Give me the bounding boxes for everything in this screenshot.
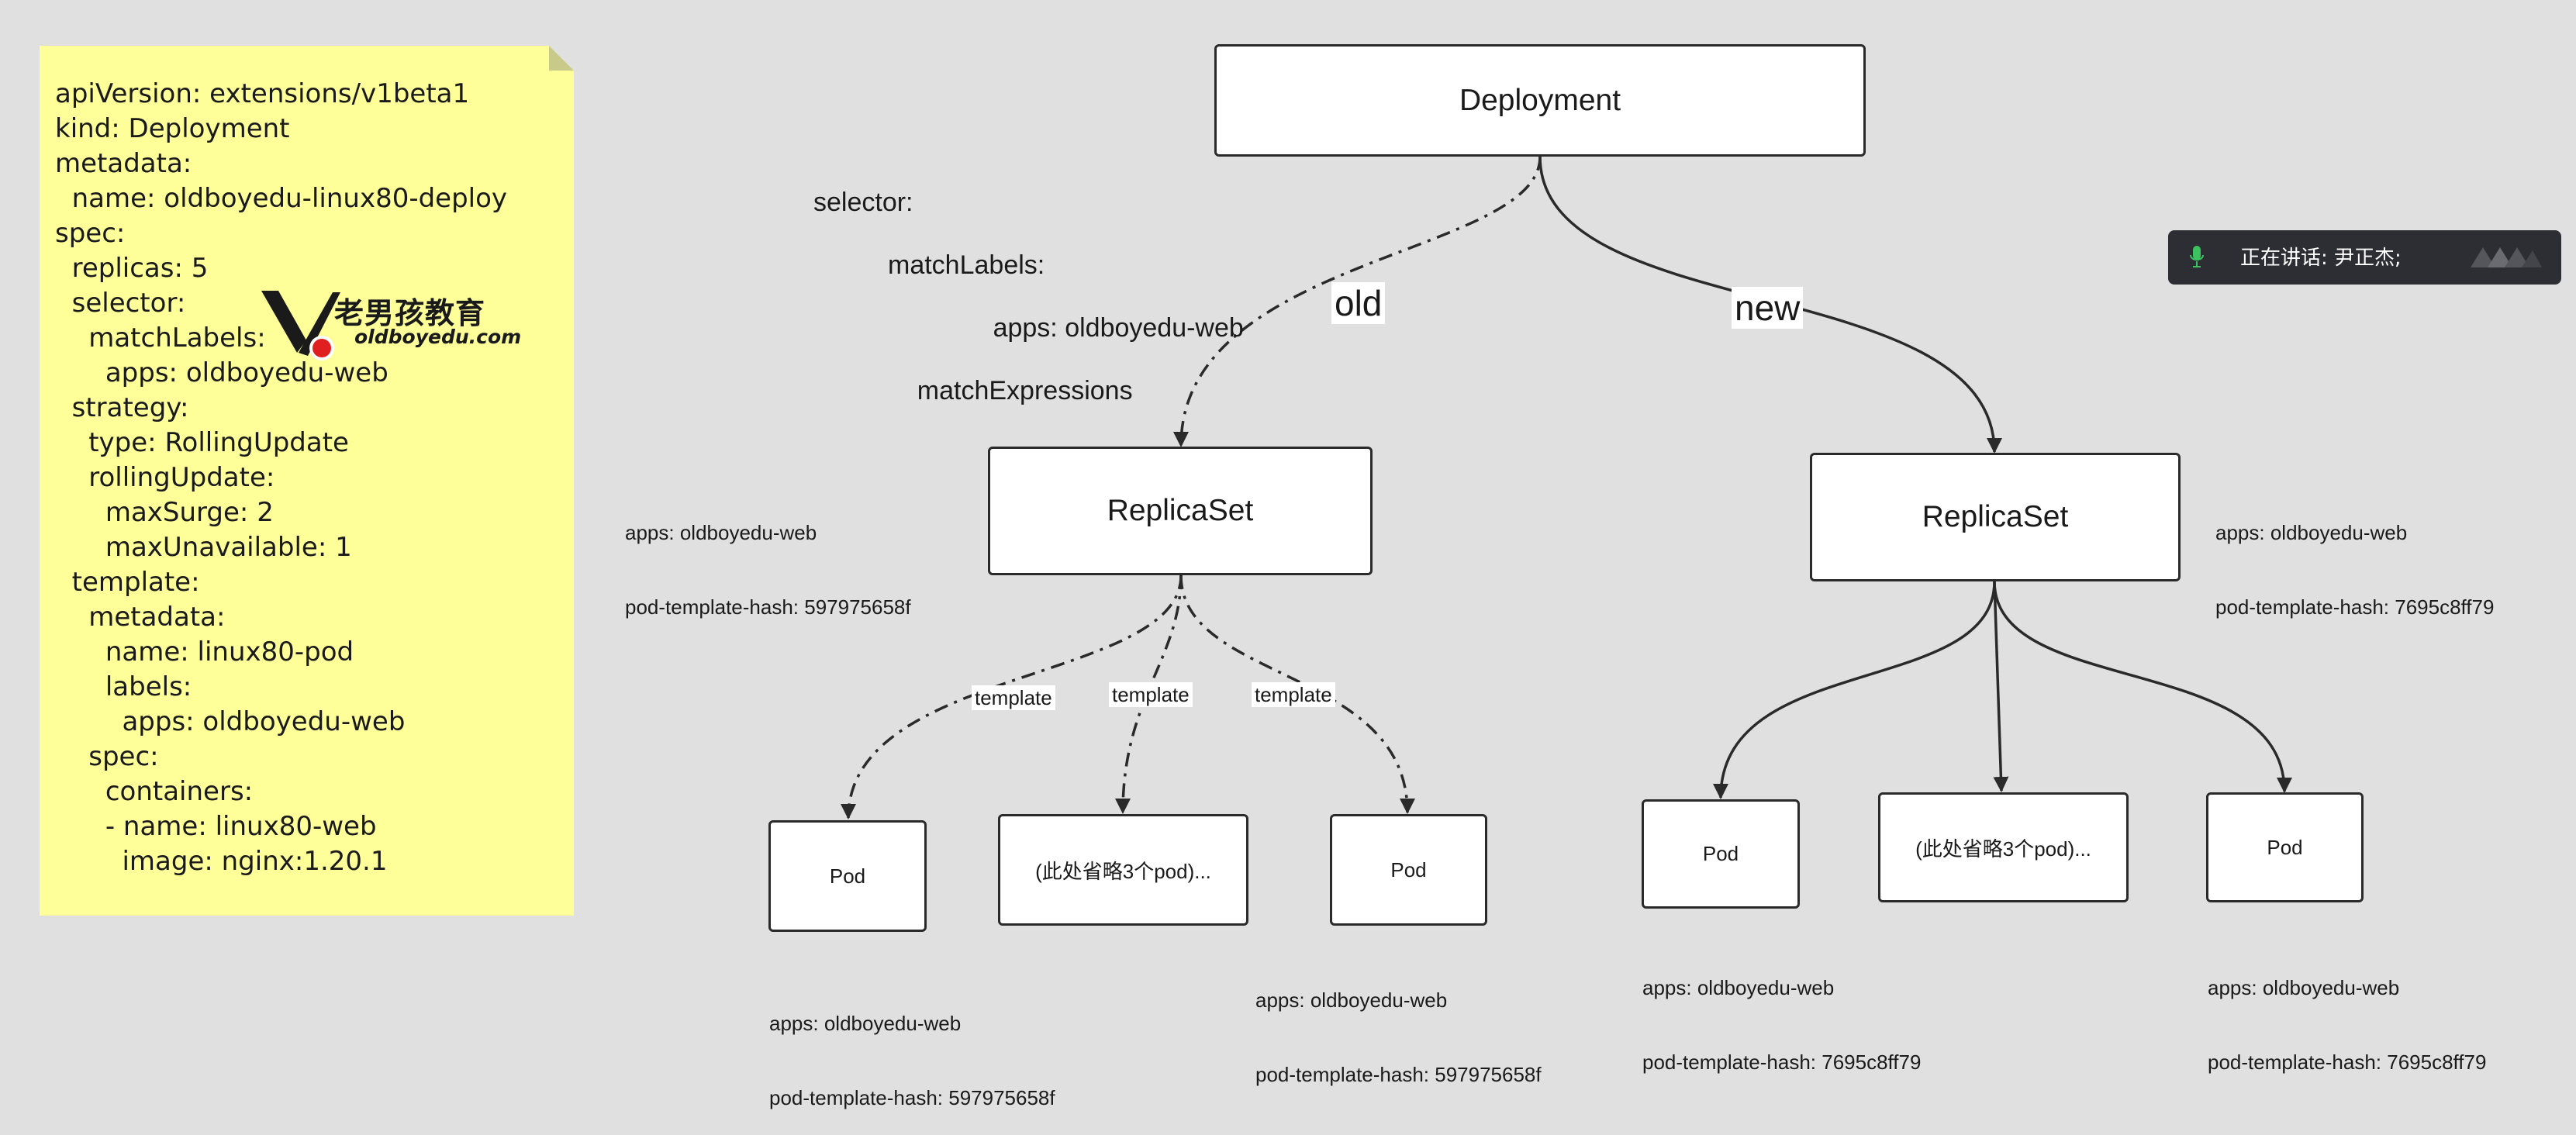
yaml-line: apps: oldboyedu-web <box>55 706 406 737</box>
pod-new-1[interactable]: Pod <box>1642 799 1800 909</box>
yaml-sticky-note: apiVersion: extensions/v1beta1 kind: Dep… <box>40 46 574 916</box>
edge-deployment-to-rs-old <box>1173 156 1542 447</box>
pod-old-3[interactable]: Pod <box>1330 814 1487 926</box>
pod-new-3[interactable]: Pod <box>2206 792 2364 902</box>
edge-rs-new-to-pod-3 <box>1993 581 2292 793</box>
logo-mark-icon <box>261 291 340 361</box>
yaml-line: apps: oldboyedu-web <box>55 357 388 388</box>
yaml-line: name: linux80-pod <box>55 636 354 668</box>
yaml-line: template: <box>55 567 200 598</box>
rs-old-labels: apps: oldboyedu-web pod-template-hash: 5… <box>625 471 911 644</box>
label-apps: apps: oldboyedu-web <box>1642 976 1835 999</box>
replicaset-new-node[interactable]: ReplicaSet <box>1810 453 2181 581</box>
pod-new-3-label: Pod <box>2267 835 2303 859</box>
yaml-line: matchLabels: <box>55 323 266 354</box>
edge-rs-new-to-pod-2 <box>1993 581 2009 792</box>
replicaset-new-label: ReplicaSet <box>1922 500 2069 533</box>
speaking-indicator: 正在讲话: 尹正杰; <box>2168 230 2561 285</box>
pod-new-placeholder-label: (此处省略3个pod)... <box>1915 837 2091 861</box>
yaml-line: selector: <box>55 288 186 319</box>
pod-old-1-label: Pod <box>829 864 866 888</box>
edge-rs-old-to-pod-2 <box>1115 574 1183 814</box>
label-hash: pod-template-hash: 7695c8ff79 <box>2208 1050 2487 1074</box>
edge-label-template: template <box>1252 682 1335 707</box>
selector-line: selector: <box>813 188 913 217</box>
label-apps: apps: oldboyedu-web <box>769 1012 962 1035</box>
deployment-label: Deployment <box>1459 83 1621 117</box>
oldboyedu-logo: 老男孩教育 oldboyedu.com <box>258 285 522 362</box>
edge-rs-new-to-pod-1 <box>1713 581 1996 799</box>
yaml-line: replicas: 5 <box>55 253 209 284</box>
label-apps: apps: oldboyedu-web <box>1255 988 1448 1012</box>
meeting-app-logo-icon <box>2471 247 2542 267</box>
logo-name-cn: 老男孩教育 <box>334 296 486 330</box>
rs-new-labels: apps: oldboyedu-web pod-template-hash: 7… <box>2215 471 2494 644</box>
pod-old-3-labels: apps: oldboyedu-web pod-template-hash: 5… <box>1255 938 1542 1112</box>
microphone-icon <box>2190 246 2204 267</box>
pod-old-placeholder[interactable]: (此处省略3个pod)... <box>998 814 1248 926</box>
deployment-node[interactable]: Deployment <box>1214 44 1866 157</box>
selector-line: apps: oldboyedu-web <box>934 313 1244 343</box>
selector-text: selector: matchLabels: apps: oldboyedu-w… <box>813 157 1244 485</box>
edge-label-old: old <box>1331 282 1386 324</box>
replicaset-old-node[interactable]: ReplicaSet <box>988 447 1373 575</box>
pod-new-3-labels: apps: oldboyedu-web pod-template-hash: 7… <box>2208 926 2486 1099</box>
pod-old-placeholder-label: (此处省略3个pod)... <box>1035 859 1211 883</box>
yaml-line: - name: linux80-web <box>55 811 377 842</box>
label-apps: apps: oldboyedu-web <box>2208 976 2400 999</box>
yaml-line: spec: <box>55 218 126 249</box>
yaml-line: labels: <box>55 671 192 702</box>
pod-new-1-label: Pod <box>1702 842 1739 865</box>
label-hash: pod-template-hash: 597975658f <box>1255 1063 1542 1086</box>
label-apps: apps: oldboyedu-web <box>2215 521 2408 544</box>
logo-domain: oldboyedu.com <box>354 326 522 348</box>
edge-rs-old-to-pod-1 <box>841 574 1183 819</box>
label-hash: pod-template-hash: 597975658f <box>769 1086 1055 1109</box>
edge-rs-old-to-pod-3 <box>1179 574 1415 814</box>
pod-old-1-labels: apps: oldboyedu-web pod-template-hash: 5… <box>769 961 1055 1135</box>
selector-line: matchLabels: <box>888 250 1045 280</box>
pod-old-3-label: Pod <box>1390 857 1427 881</box>
yaml-line: metadata: <box>55 148 192 179</box>
yaml-line: containers: <box>55 776 254 807</box>
replicaset-old-label: ReplicaSet <box>1107 494 1254 527</box>
yaml-line: maxUnavailable: 1 <box>55 532 352 563</box>
pod-new-placeholder[interactable]: (此处省略3个pod)... <box>1878 792 2129 902</box>
selector-line: matchExpressions <box>888 376 1133 405</box>
edge-label-template: template <box>972 685 1055 710</box>
pod-old-1[interactable]: Pod <box>768 820 927 932</box>
speaking-text: 正在讲话: 尹正杰; <box>2240 247 2402 270</box>
yaml-line: spec: <box>55 741 159 772</box>
yaml-line: kind: Deployment <box>55 113 290 144</box>
yaml-line: apiVersion: extensions/v1beta1 <box>55 78 470 109</box>
yaml-line: rollingUpdate: <box>55 462 275 493</box>
yaml-lines: apiVersion: extensions/v1beta1 kind: Dep… <box>55 77 507 879</box>
yaml-line: metadata: <box>55 602 226 633</box>
edge-label-template: template <box>1109 682 1193 707</box>
label-hash: pod-template-hash: 597975658f <box>625 595 911 619</box>
yaml-line: image: nginx:1.20.1 <box>55 846 388 877</box>
yaml-line: type: RollingUpdate <box>55 427 349 458</box>
label-apps: apps: oldboyedu-web <box>625 521 817 544</box>
edge-label-new: new <box>1732 287 1804 329</box>
yaml-line: strategy: <box>55 392 189 423</box>
label-hash: pod-template-hash: 7695c8ff79 <box>1642 1050 1922 1074</box>
label-hash: pod-template-hash: 7695c8ff79 <box>2215 595 2495 619</box>
yaml-line: name: oldboyedu-linux80-deploy <box>55 183 508 214</box>
yaml-line: maxSurge: 2 <box>55 497 274 528</box>
diagram-connectors <box>841 156 2292 819</box>
pod-new-1-labels: apps: oldboyedu-web pod-template-hash: 7… <box>1642 926 1921 1099</box>
